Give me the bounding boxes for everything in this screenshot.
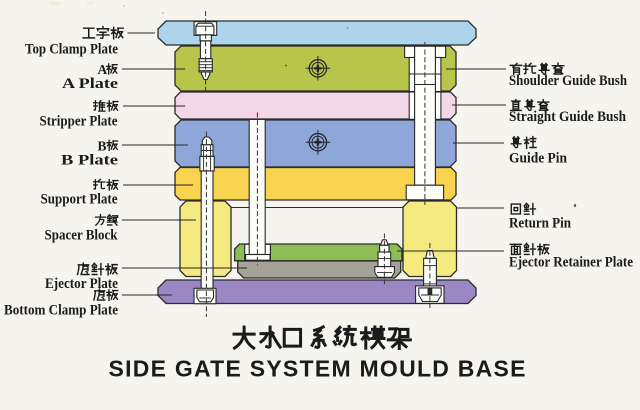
svg-text:B: B [98, 139, 107, 154]
svg-text:Bottom Clamp Plate: Bottom Clamp Plate [4, 302, 119, 318]
svg-text:Ejector Retainer Plate: Ejector Retainer Plate [509, 255, 634, 271]
svg-text:Stripper Plate: Stripper Plate [40, 113, 119, 129]
svg-text:A Plate: A Plate [62, 76, 119, 92]
svg-text:Support Plate: Support Plate [41, 192, 119, 208]
svg-text:A: A [98, 62, 108, 77]
svg-text:B Plate: B Plate [61, 152, 119, 168]
svg-text:Shoulder Guide Bush: Shoulder Guide Bush [509, 73, 627, 89]
svg-text:Straight Guide Bush: Straight Guide Bush [509, 109, 626, 125]
svg-text:SIDE GATE SYSTEM MOULD BASE: SIDE GATE SYSTEM MOULD BASE [109, 356, 526, 382]
svg-text:Return Pin: Return Pin [509, 216, 571, 232]
svg-text:Top Clamp Plate: Top Clamp Plate [25, 42, 118, 58]
svg-text:Ejector Plate: Ejector Plate [45, 276, 119, 292]
svg-text:Guide Pin: Guide Pin [509, 151, 567, 167]
svg-text:Spacer Block: Spacer Block [45, 228, 119, 244]
